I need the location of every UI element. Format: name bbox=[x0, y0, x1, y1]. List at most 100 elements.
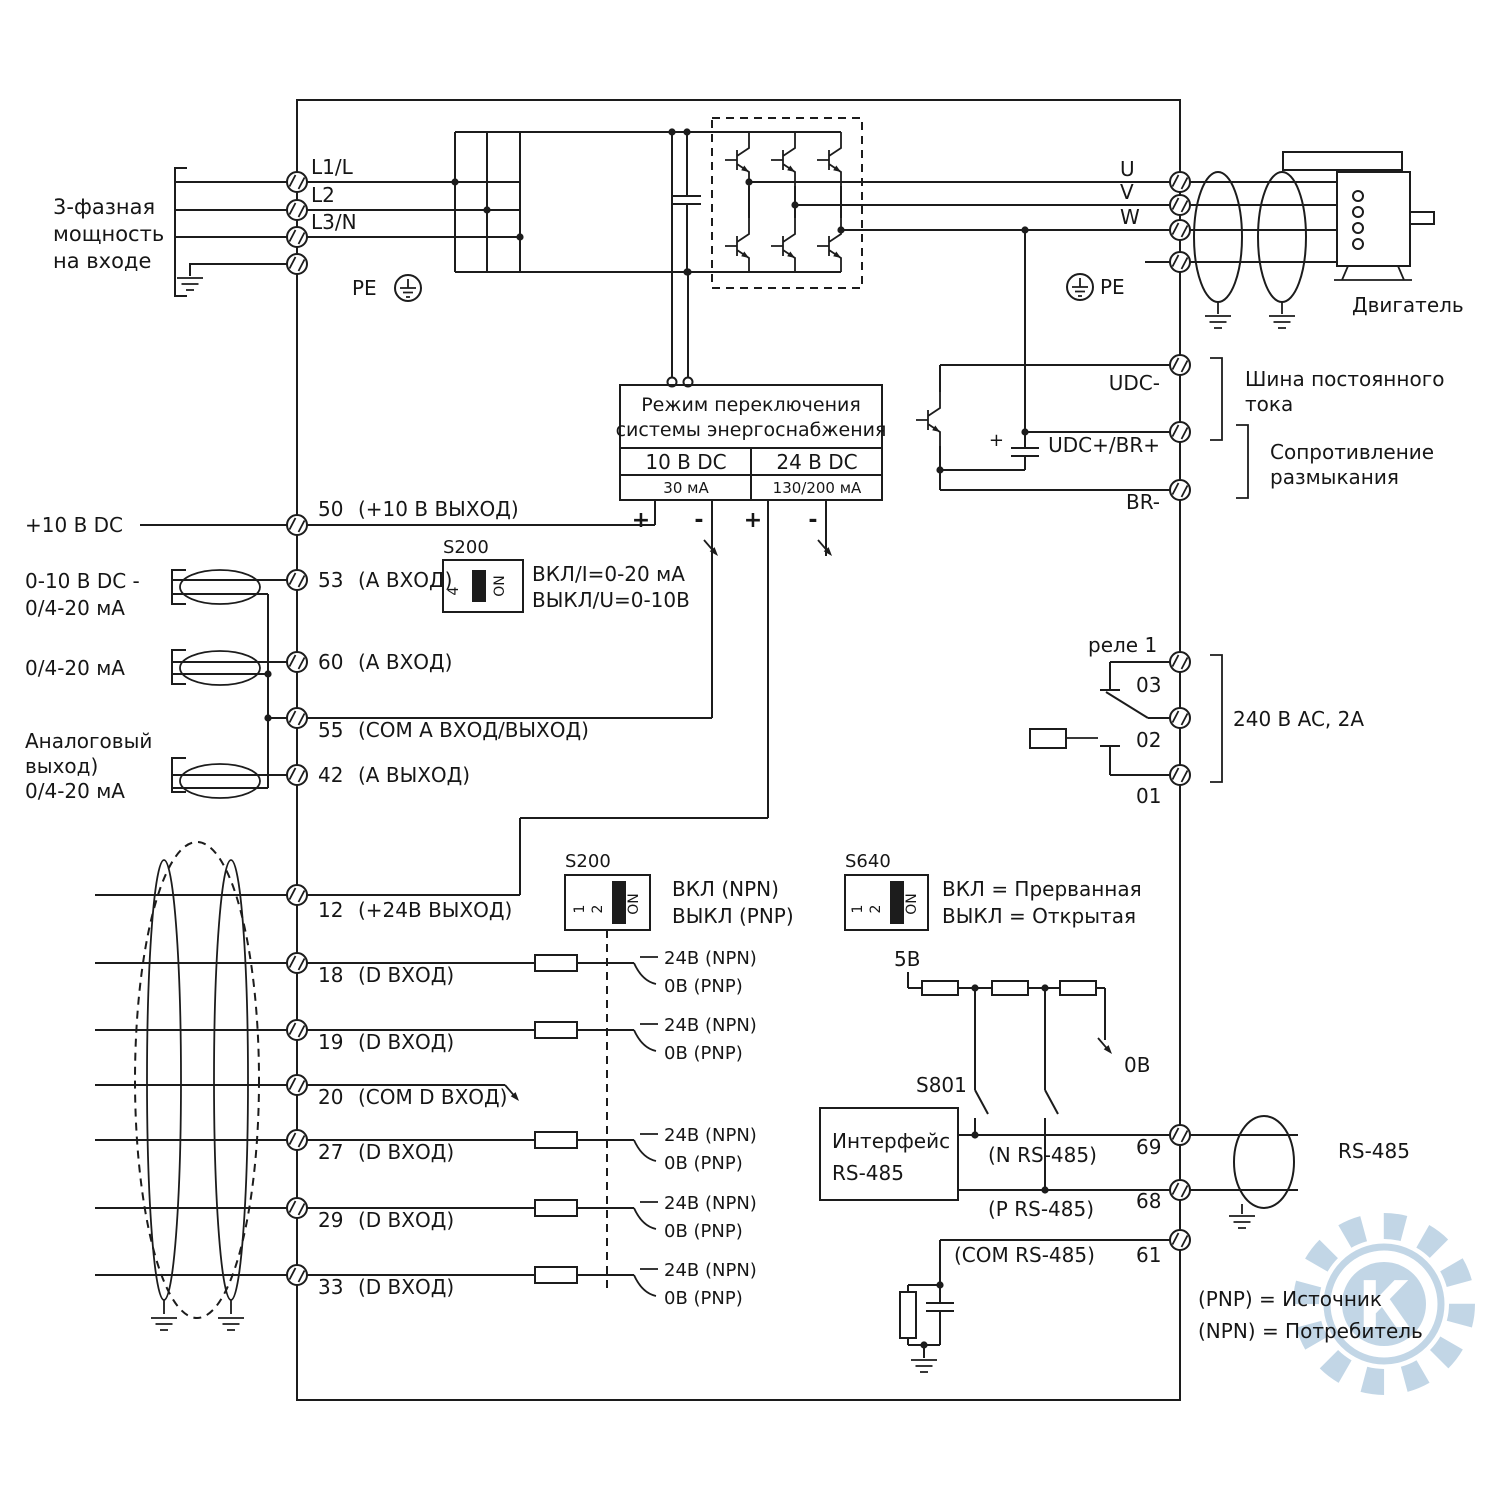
terminal-69-number: 69 bbox=[1136, 1135, 1161, 1159]
npn-level-label: 24В (NPN) bbox=[664, 1260, 757, 1281]
terminal-50-label: (+10 В ВЫХОД) bbox=[358, 497, 519, 521]
s640-on-label: ON bbox=[904, 893, 920, 915]
shield-ground-icon bbox=[1204, 315, 1232, 329]
dc-bus-caption-line1: Шина постоянного bbox=[1245, 367, 1444, 391]
phase-u-label: U bbox=[1120, 157, 1135, 181]
npn-level-label: 24В (NPN) bbox=[664, 1015, 757, 1036]
power-input-section: 3-фазная мощность на входе L1/L L2 L3/N … bbox=[53, 155, 422, 302]
igbt-icon bbox=[770, 131, 796, 187]
input-caption-line2: мощность bbox=[53, 222, 164, 246]
pullup-resistor-icon bbox=[991, 980, 1029, 996]
phase-w-label: W bbox=[1120, 205, 1140, 229]
s200-analog-title: S200 bbox=[443, 537, 489, 558]
left-ao-label-line1: Аналоговый bbox=[25, 729, 152, 753]
s200-digital-on-label: ON bbox=[626, 893, 642, 915]
cable-shield-icon bbox=[179, 569, 261, 605]
relay-terminal-03-label: 03 bbox=[1136, 673, 1161, 697]
cable-shield-icon bbox=[1257, 171, 1307, 303]
watermark-logo: К bbox=[1293, 1213, 1475, 1395]
psu-10v-minus-sign: - bbox=[694, 508, 703, 533]
pnp-level-label: 0В (PNP) bbox=[664, 1043, 743, 1064]
psu-24v-minus-sign: - bbox=[808, 508, 817, 533]
rs485-com-label: (COM RS-485) bbox=[954, 1243, 1095, 1267]
pe-input-label: PE bbox=[352, 276, 377, 300]
pe-output-icon bbox=[1066, 273, 1094, 301]
terminal-12-label: (+24В ВЫХОД) bbox=[358, 898, 512, 922]
pnp-level-label: 0В (PNP) bbox=[664, 976, 743, 997]
psu-24v-label: 24 В DC bbox=[776, 450, 857, 474]
shield-ground-icon bbox=[217, 1317, 245, 1331]
rs485-0v-label: 0В bbox=[1124, 1053, 1150, 1077]
pe-output-label: PE bbox=[1100, 275, 1125, 299]
termination-ground-icon bbox=[910, 1359, 938, 1373]
relay-title: реле 1 bbox=[1088, 633, 1157, 657]
cable-shield-icon bbox=[213, 859, 249, 1301]
s640-switch: S640 1 2 ON ВКЛ = Прерванная ВЫКЛ = Откр… bbox=[844, 851, 1142, 931]
s640-line1: ВКЛ = Прерванная bbox=[942, 877, 1142, 901]
s200-digital-switch: S200 1 2 ON ВКЛ (NPN) ВЫКЛ (PNP) bbox=[564, 851, 794, 1292]
rs485-bus-label: RS-485 bbox=[1338, 1139, 1410, 1163]
psu-title-line1: Режим переключения bbox=[641, 394, 861, 416]
input-caption-line1: 3-фазная bbox=[53, 195, 155, 219]
cable-shield-icon bbox=[146, 859, 182, 1301]
npn-level-label: 24В (NPN) bbox=[664, 1125, 757, 1146]
motor-output-section: Двигатель bbox=[1190, 151, 1464, 329]
psu-10v-plus-sign: + bbox=[632, 508, 650, 533]
terminal-27-number: 27 bbox=[318, 1140, 343, 1164]
psu-24v-plus-sign: + bbox=[744, 508, 762, 533]
npn-level-label: 24В (NPN) bbox=[664, 948, 757, 969]
cable-shield-icon bbox=[179, 650, 261, 686]
digital-input-row: 29 (D ВХОД) 24В (NPN) 0В (PNP) bbox=[95, 1193, 757, 1242]
motor-icon bbox=[1334, 171, 1435, 281]
psu-10v-current-label: 30 мА bbox=[663, 479, 709, 497]
s801-label: S801 bbox=[916, 1073, 967, 1097]
terminal-12-number: 12 bbox=[318, 898, 343, 922]
s640-pos2-label: 2 bbox=[868, 905, 884, 914]
left-ai1-label-line1: 0-10 В DC - bbox=[25, 569, 140, 593]
s200-digital-pos2-label: 2 bbox=[590, 905, 606, 914]
s200-analog-pos-label: 4 bbox=[446, 586, 462, 595]
s200-digital-line2: ВЫКЛ (PNP) bbox=[672, 904, 794, 928]
s640-pos1-label: 1 bbox=[850, 905, 866, 914]
chassis-hook-icon bbox=[1097, 1037, 1113, 1055]
pnp-level-label: 0В (PNP) bbox=[664, 1288, 743, 1309]
rectifier-dclink bbox=[307, 131, 841, 388]
pnp-note-label: (PNP) = Источник bbox=[1198, 1287, 1382, 1311]
motor-label: Двигатель bbox=[1352, 293, 1464, 317]
brake-res-caption-line1: Сопротивление bbox=[1270, 440, 1434, 464]
input-ground-icon bbox=[176, 277, 204, 291]
shield-ground-icon bbox=[150, 1317, 178, 1331]
terminal-53-number: 53 bbox=[318, 568, 343, 592]
pullup-resistor-icon bbox=[921, 980, 959, 996]
terminal-29-label: (D ВХОД) bbox=[358, 1208, 454, 1232]
terminal-29-number: 29 bbox=[318, 1208, 343, 1232]
udc-minus-label: UDC- bbox=[1109, 371, 1160, 395]
dc-bus-caption-line2: тока bbox=[1245, 392, 1293, 416]
drive-enclosure-outline bbox=[296, 99, 1181, 1401]
digital-input-row: 33 (D ВХОД) 24В (NPN) 0В (PNP) bbox=[95, 1260, 757, 1309]
terminal-19-label: (D ВХОД) bbox=[358, 1030, 454, 1054]
psu-10v-label: 10 В DC bbox=[645, 450, 726, 474]
udc-plus-label: UDC+/BR+ bbox=[1048, 433, 1160, 457]
digital-input-row: 27 (D ВХОД) 24В (NPN) 0В (PNP) bbox=[95, 1125, 757, 1174]
shield-ground-icon bbox=[1268, 315, 1296, 329]
psu-title-line2: системы энергоснабжения bbox=[616, 419, 887, 441]
npn-level-label: 24В (NPN) bbox=[664, 1193, 757, 1214]
igbt-icon bbox=[816, 217, 842, 273]
terminal-55-number: 55 bbox=[318, 718, 343, 742]
pe-input-icon bbox=[394, 274, 422, 302]
termination-resistor-icon bbox=[899, 1291, 917, 1339]
s200-analog-line1: ВКЛ/I=0-20 мА bbox=[532, 562, 685, 586]
igbt-icon bbox=[816, 131, 842, 187]
terminal-33-label: (D ВХОД) bbox=[358, 1275, 454, 1299]
terminal-53-label: (А ВХОД) bbox=[358, 568, 452, 592]
dc-bus-section: + UDC- UDC+/BR+ BR- Шина постоянного ток… bbox=[915, 230, 1444, 514]
shield-ground-icon bbox=[1228, 1215, 1256, 1229]
s200-digital-line1: ВКЛ (NPN) bbox=[672, 877, 779, 901]
igbt-icon bbox=[770, 217, 796, 273]
digital-input-row: 18 (D ВХОД) 24В (NPN) 0В (PNP) bbox=[95, 948, 757, 997]
s640-title: S640 bbox=[845, 851, 891, 872]
left-ao-label-line2: выход) bbox=[25, 754, 98, 778]
relay-terminal-01-label: 01 bbox=[1136, 784, 1161, 808]
